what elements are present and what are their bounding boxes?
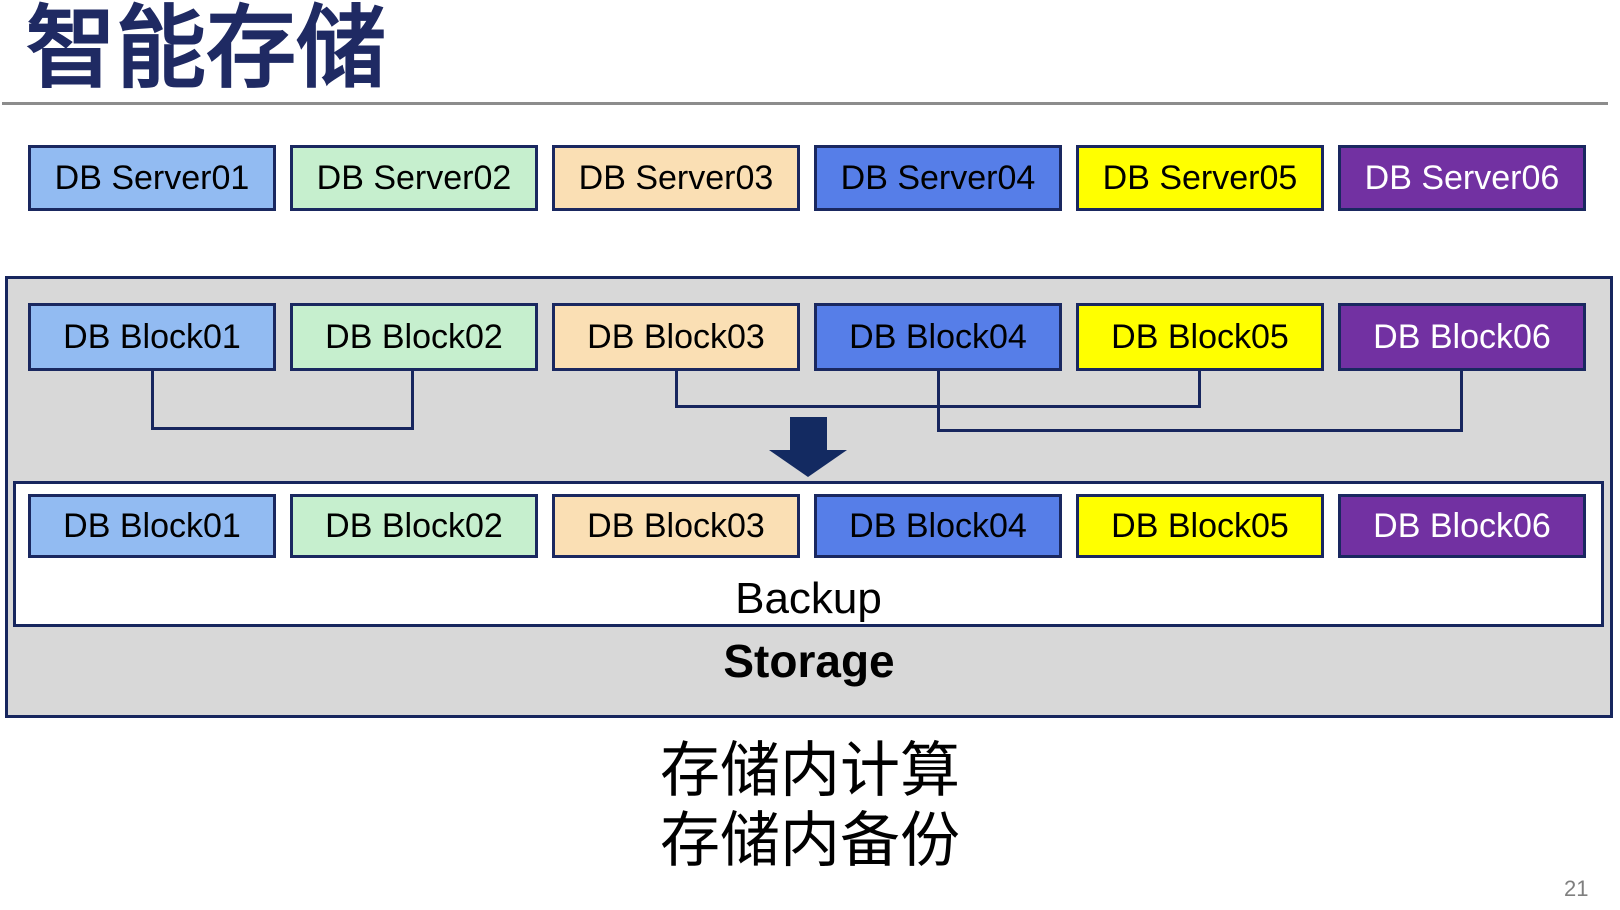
block-box-label: DB Block05: [1111, 506, 1289, 545]
block-bottom-box-1: DB Block01: [28, 494, 276, 558]
block-top-box-4: DB Block04: [814, 303, 1062, 371]
block-bottom-box-6: DB Block06: [1338, 494, 1586, 558]
down-arrow-head: [769, 450, 847, 477]
block-bottom-box-5: DB Block05: [1076, 494, 1324, 558]
block-box-label: DB Block05: [1111, 317, 1289, 356]
server-box-label: DB Server05: [1102, 158, 1298, 197]
title-divider: [2, 102, 1608, 105]
server-box-label: DB Server06: [1364, 158, 1560, 197]
block-box-label: DB Block06: [1373, 506, 1551, 545]
server-box-3: DB Server03: [552, 145, 800, 211]
block-bottom-box-4: DB Block04: [814, 494, 1062, 558]
block-bottom-box-2: DB Block02: [290, 494, 538, 558]
server-box-label: DB Server04: [840, 158, 1036, 197]
block-box-label: DB Block03: [587, 506, 765, 545]
down-arrow-stem: [790, 417, 827, 451]
block-top-box-5: DB Block05: [1076, 303, 1324, 371]
block-top-box-3: DB Block03: [552, 303, 800, 371]
storage-label: Storage: [723, 635, 895, 687]
server-box-1: DB Server01: [28, 145, 276, 211]
footer-line-1: 存储内计算: [660, 737, 960, 804]
footer-annotation: 存储内计算 存储内备份: [0, 736, 1620, 876]
backup-label: Backup: [735, 574, 882, 623]
block-box-label: DB Block03: [587, 317, 765, 356]
server-box-label: DB Server03: [578, 158, 774, 197]
block-top-box-6: DB Block06: [1338, 303, 1586, 371]
connector-line-block04-block06: [937, 371, 1463, 432]
page-number: 21: [1564, 876, 1589, 901]
block-row-top: DB Block01 DB Block02 DB Block03 DB Bloc…: [28, 303, 1586, 371]
server-box-4: DB Server04: [814, 145, 1062, 211]
server-box-label: DB Server01: [54, 158, 250, 197]
block-box-label: DB Block04: [849, 317, 1027, 356]
block-box-label: DB Block02: [325, 506, 503, 545]
block-box-label: DB Block06: [1373, 317, 1551, 356]
server-box-6: DB Server06: [1338, 145, 1586, 211]
block-top-box-2: DB Block02: [290, 303, 538, 371]
block-box-label: DB Block01: [63, 506, 241, 545]
block-box-label: DB Block01: [63, 317, 241, 356]
server-box-2: DB Server02: [290, 145, 538, 211]
server-box-label: DB Server02: [316, 158, 512, 197]
block-box-label: DB Block02: [325, 317, 503, 356]
block-row-bottom: DB Block01 DB Block02 DB Block03 DB Bloc…: [28, 494, 1586, 558]
connector-line-block01-block02: [151, 371, 414, 430]
block-box-label: DB Block04: [849, 506, 1027, 545]
server-box-5: DB Server05: [1076, 145, 1324, 211]
block-bottom-box-3: DB Block03: [552, 494, 800, 558]
page-title: 智能存储: [26, 0, 386, 99]
server-row: DB Server01 DB Server02 DB Server03 DB S…: [28, 145, 1586, 211]
block-top-box-1: DB Block01: [28, 303, 276, 371]
footer-line-2: 存储内备份: [660, 807, 960, 874]
